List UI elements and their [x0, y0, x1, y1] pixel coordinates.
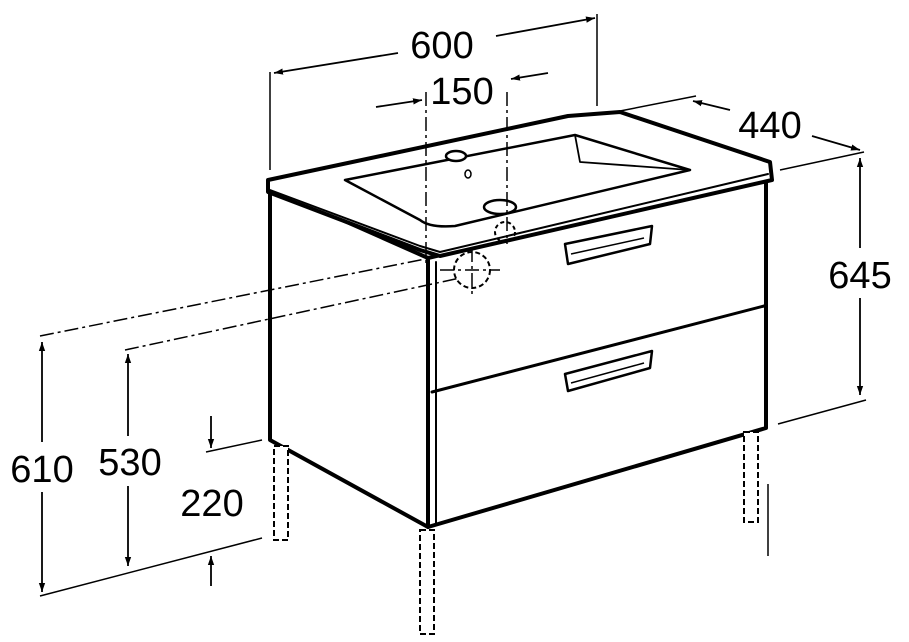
drawer-handles [563, 224, 654, 393]
dimension-labels: 600 150 440 645 610 530 220 [10, 25, 891, 525]
dim-600-left-arrow [273, 52, 399, 75]
dim-label-220: 220 [180, 483, 243, 525]
washbasin [266, 110, 774, 258]
dim-150-right-arrow [510, 72, 549, 81]
top-drawer-handle-inner [570, 237, 645, 255]
ext-440-front [619, 95, 697, 112]
bottom-drawer-handle-inner [570, 362, 645, 384]
ext-220-top [205, 439, 263, 453]
supply-outlet-icon [494, 221, 516, 243]
bottom-drawer-handle [563, 349, 654, 393]
drain-hole-icon [482, 198, 518, 216]
dim-600-right-arrow [495, 16, 596, 37]
leg-rear-right [743, 431, 759, 523]
dim-150-left-arrow [375, 98, 423, 108]
top-drawer-handle [563, 224, 654, 266]
basin-bowl [343, 133, 692, 228]
drawer-divider [430, 304, 766, 394]
dim-label-530: 530 [98, 442, 161, 484]
dim-440-front-arrow [692, 100, 731, 111]
leg-front-center [419, 529, 435, 635]
basin-front-edge [269, 173, 769, 253]
dim-440-back-arrow [811, 135, 861, 151]
dimension-lines [38, 16, 864, 592]
ext-440-back [779, 151, 865, 171]
tap-hole-icon [444, 149, 468, 163]
ext-floor-left [39, 537, 263, 597]
basin-bowl-inner [574, 134, 691, 171]
dim-label-440: 440 [738, 105, 801, 147]
leg-front-left [273, 445, 289, 541]
dim-label-600: 600 [410, 25, 473, 67]
dim-label-645: 645 [828, 255, 891, 297]
projection-610-line [39, 249, 471, 337]
overflow-hole-icon [464, 169, 472, 179]
projection-530-line [124, 277, 461, 351]
dim-label-150: 150 [430, 71, 493, 113]
ext-645-bottom [777, 399, 867, 425]
center-lines [39, 92, 508, 351]
legs [273, 431, 759, 635]
extension-lines [39, 14, 867, 597]
dim-label-610: 610 [10, 449, 73, 491]
cabinet-body [268, 176, 768, 529]
